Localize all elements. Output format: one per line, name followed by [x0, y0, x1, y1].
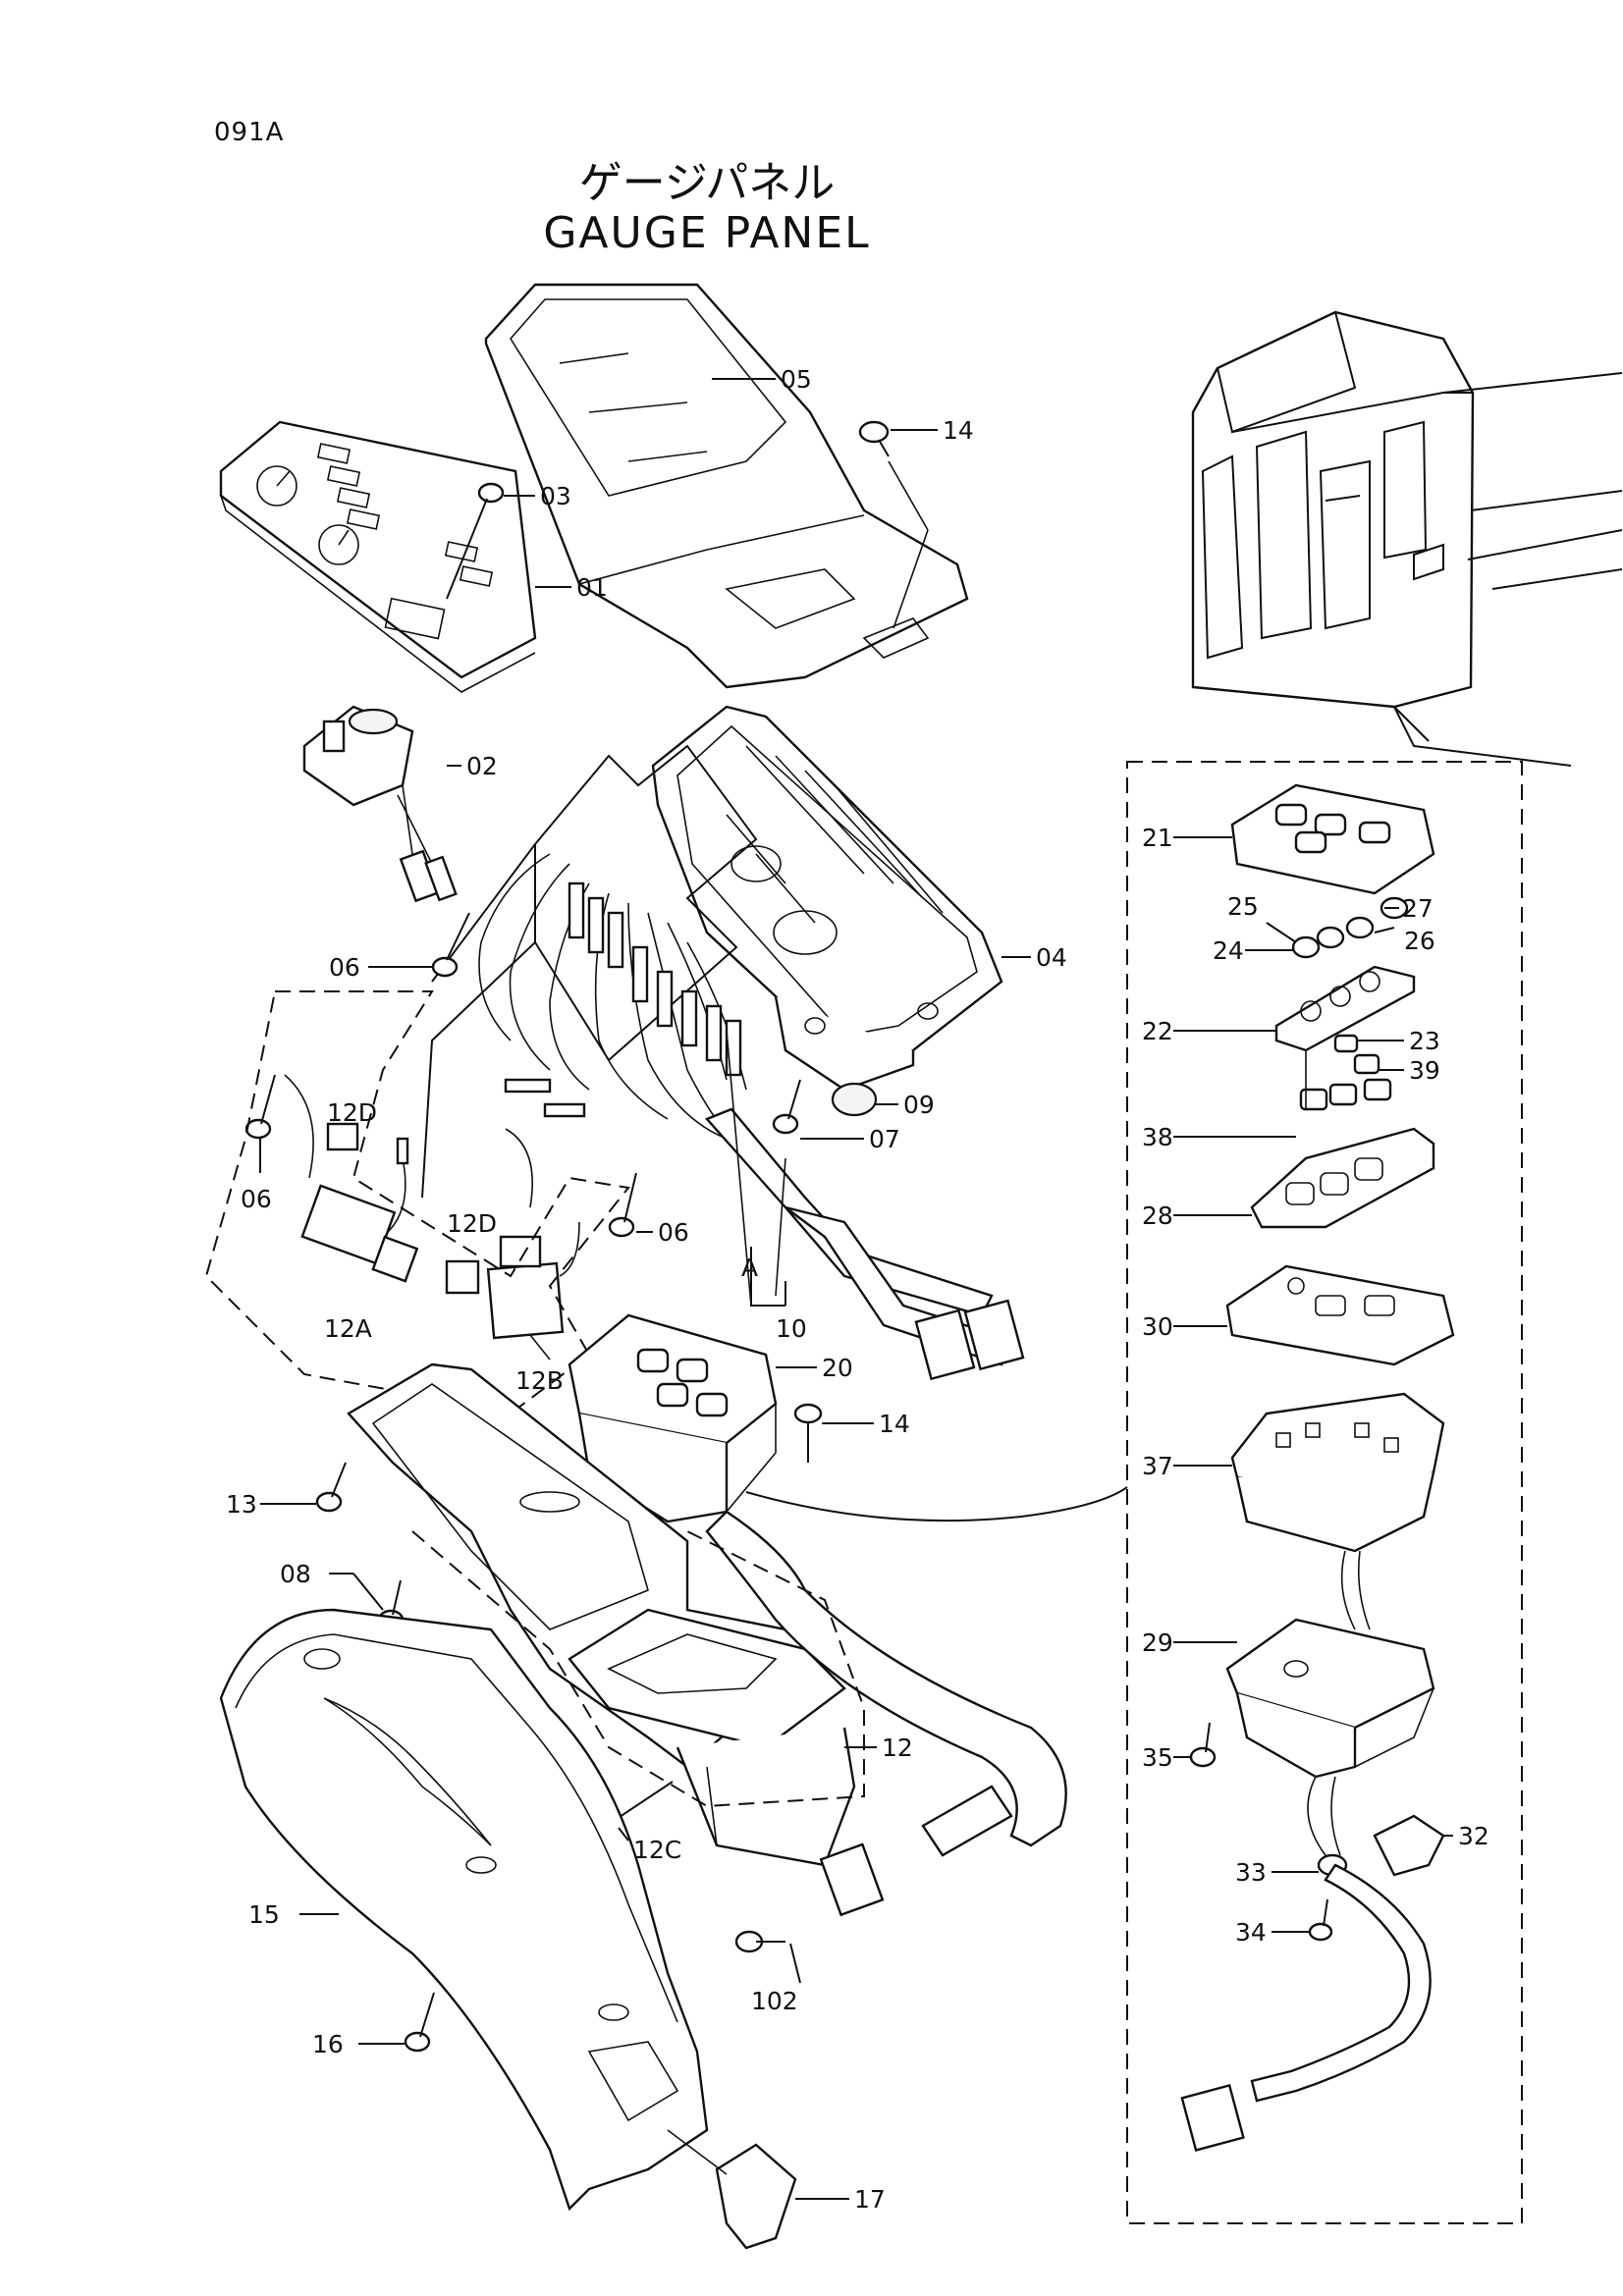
part-37-circuit-board — [1230, 1392, 1445, 1630]
part-28-rubber-keypad — [1250, 1127, 1435, 1229]
wire-harness — [421, 744, 1025, 1381]
callout-14-lower: 14 — [879, 1410, 910, 1438]
part-16-screw — [404, 1992, 435, 2053]
callout-04: 04 — [1036, 943, 1067, 972]
callout-16: 16 — [312, 2030, 344, 2058]
bracket-kit-boundary — [411, 1530, 865, 1808]
part-05-panel-cover — [484, 283, 969, 689]
callout-12C: 12C — [633, 1836, 681, 1864]
part-102-screw — [734, 1930, 785, 1953]
part-33-clamp-harness — [1180, 1776, 1432, 2152]
part-12-bracket — [347, 1362, 1067, 1917]
callout-12D-b: 12D — [447, 1209, 497, 1238]
part-30-panel — [1225, 1264, 1455, 1366]
callout-labels: 05 14 03 01 02 04 06 09 07 06 06 12D 12A… — [226, 365, 1489, 2214]
part-01-gauge-cover — [219, 420, 537, 693]
callout-17: 17 — [854, 2185, 886, 2214]
diagram-title-english: GAUGE PANEL — [543, 208, 871, 258]
part-14-screw-lower — [793, 1403, 823, 1463]
callout-33: 33 — [1235, 1858, 1267, 1887]
callout-21: 21 — [1142, 824, 1173, 852]
part-12B-relay — [445, 1128, 580, 1361]
callout-24: 24 — [1213, 936, 1244, 965]
callout-35: 35 — [1142, 1743, 1173, 1772]
callout-12A: 12A — [324, 1314, 372, 1343]
page-code: 091A — [214, 118, 285, 147]
callout-26: 26 — [1404, 927, 1435, 955]
part-35-screw — [1189, 1722, 1217, 1768]
part-29-case — [1225, 1618, 1435, 1779]
callout-12D-a: 12D — [327, 1098, 377, 1127]
callout-30: 30 — [1142, 1312, 1173, 1341]
callout-05: 05 — [781, 365, 812, 394]
part-07-screw — [772, 1079, 801, 1135]
part-04-gauge-housing — [651, 705, 1003, 1117]
callout-20: 20 — [822, 1354, 853, 1382]
callout-22: 22 — [1142, 1017, 1173, 1045]
callout-13: 13 — [226, 1490, 257, 1519]
part-21-cover — [1230, 783, 1435, 895]
relay-kit-boundary — [204, 990, 630, 1415]
callout-03: 03 — [540, 482, 571, 510]
part-13-screw — [315, 1462, 347, 1513]
callout-15: 15 — [248, 1900, 280, 1929]
callout-23: 23 — [1409, 1027, 1440, 1055]
callout-A: A — [741, 1254, 758, 1282]
parts-24-27-knobs — [1291, 896, 1409, 959]
diagram-title-japanese: ゲージパネル — [578, 158, 836, 208]
part-20-switch-panel — [568, 1313, 778, 1523]
part-32-clip — [1373, 1814, 1445, 1877]
callout-07: 07 — [869, 1125, 900, 1153]
part-14-screw-upper — [858, 420, 929, 629]
callout-01: 01 — [576, 573, 608, 602]
detail-A-boundary — [1126, 761, 1523, 2224]
callout-27: 27 — [1402, 894, 1434, 923]
callout-25: 25 — [1227, 892, 1259, 921]
excavator-cab-illustration — [1191, 310, 1623, 767]
detail-A-leader — [745, 1486, 1128, 1522]
part-06-screws — [244, 912, 637, 1238]
callout-08: 08 — [280, 1560, 311, 1588]
callout-102: 102 — [751, 1987, 798, 2015]
callout-02: 02 — [466, 752, 498, 780]
callout-14-upper: 14 — [943, 416, 974, 445]
callout-09: 09 — [903, 1091, 935, 1119]
part-34-screw — [1308, 1898, 1333, 1942]
part-12A-relay — [284, 1074, 419, 1283]
callout-38: 38 — [1142, 1123, 1173, 1151]
callout-10: 10 — [776, 1314, 807, 1343]
callout-34: 34 — [1235, 1918, 1267, 1947]
callout-leader-lines — [259, 378, 1453, 2200]
part-02-switch — [302, 705, 458, 903]
part-15-console-cover — [219, 1608, 709, 2212]
callout-06-b: 06 — [241, 1185, 272, 1213]
callout-37: 37 — [1142, 1452, 1173, 1480]
callout-39: 39 — [1409, 1056, 1440, 1085]
part-03-screw — [446, 482, 505, 600]
parts-23-39-38-buttons — [1299, 1034, 1392, 1111]
callout-12B: 12B — [515, 1366, 564, 1395]
callout-06-c: 06 — [658, 1218, 689, 1247]
callout-06-a: 06 — [329, 953, 360, 982]
callout-29: 29 — [1142, 1629, 1173, 1657]
part-22-board — [1274, 965, 1416, 1052]
callout-32: 32 — [1458, 1822, 1489, 1850]
part-17-cap — [667, 2129, 797, 2250]
callout-28: 28 — [1142, 1201, 1173, 1230]
callout-12: 12 — [882, 1734, 913, 1762]
